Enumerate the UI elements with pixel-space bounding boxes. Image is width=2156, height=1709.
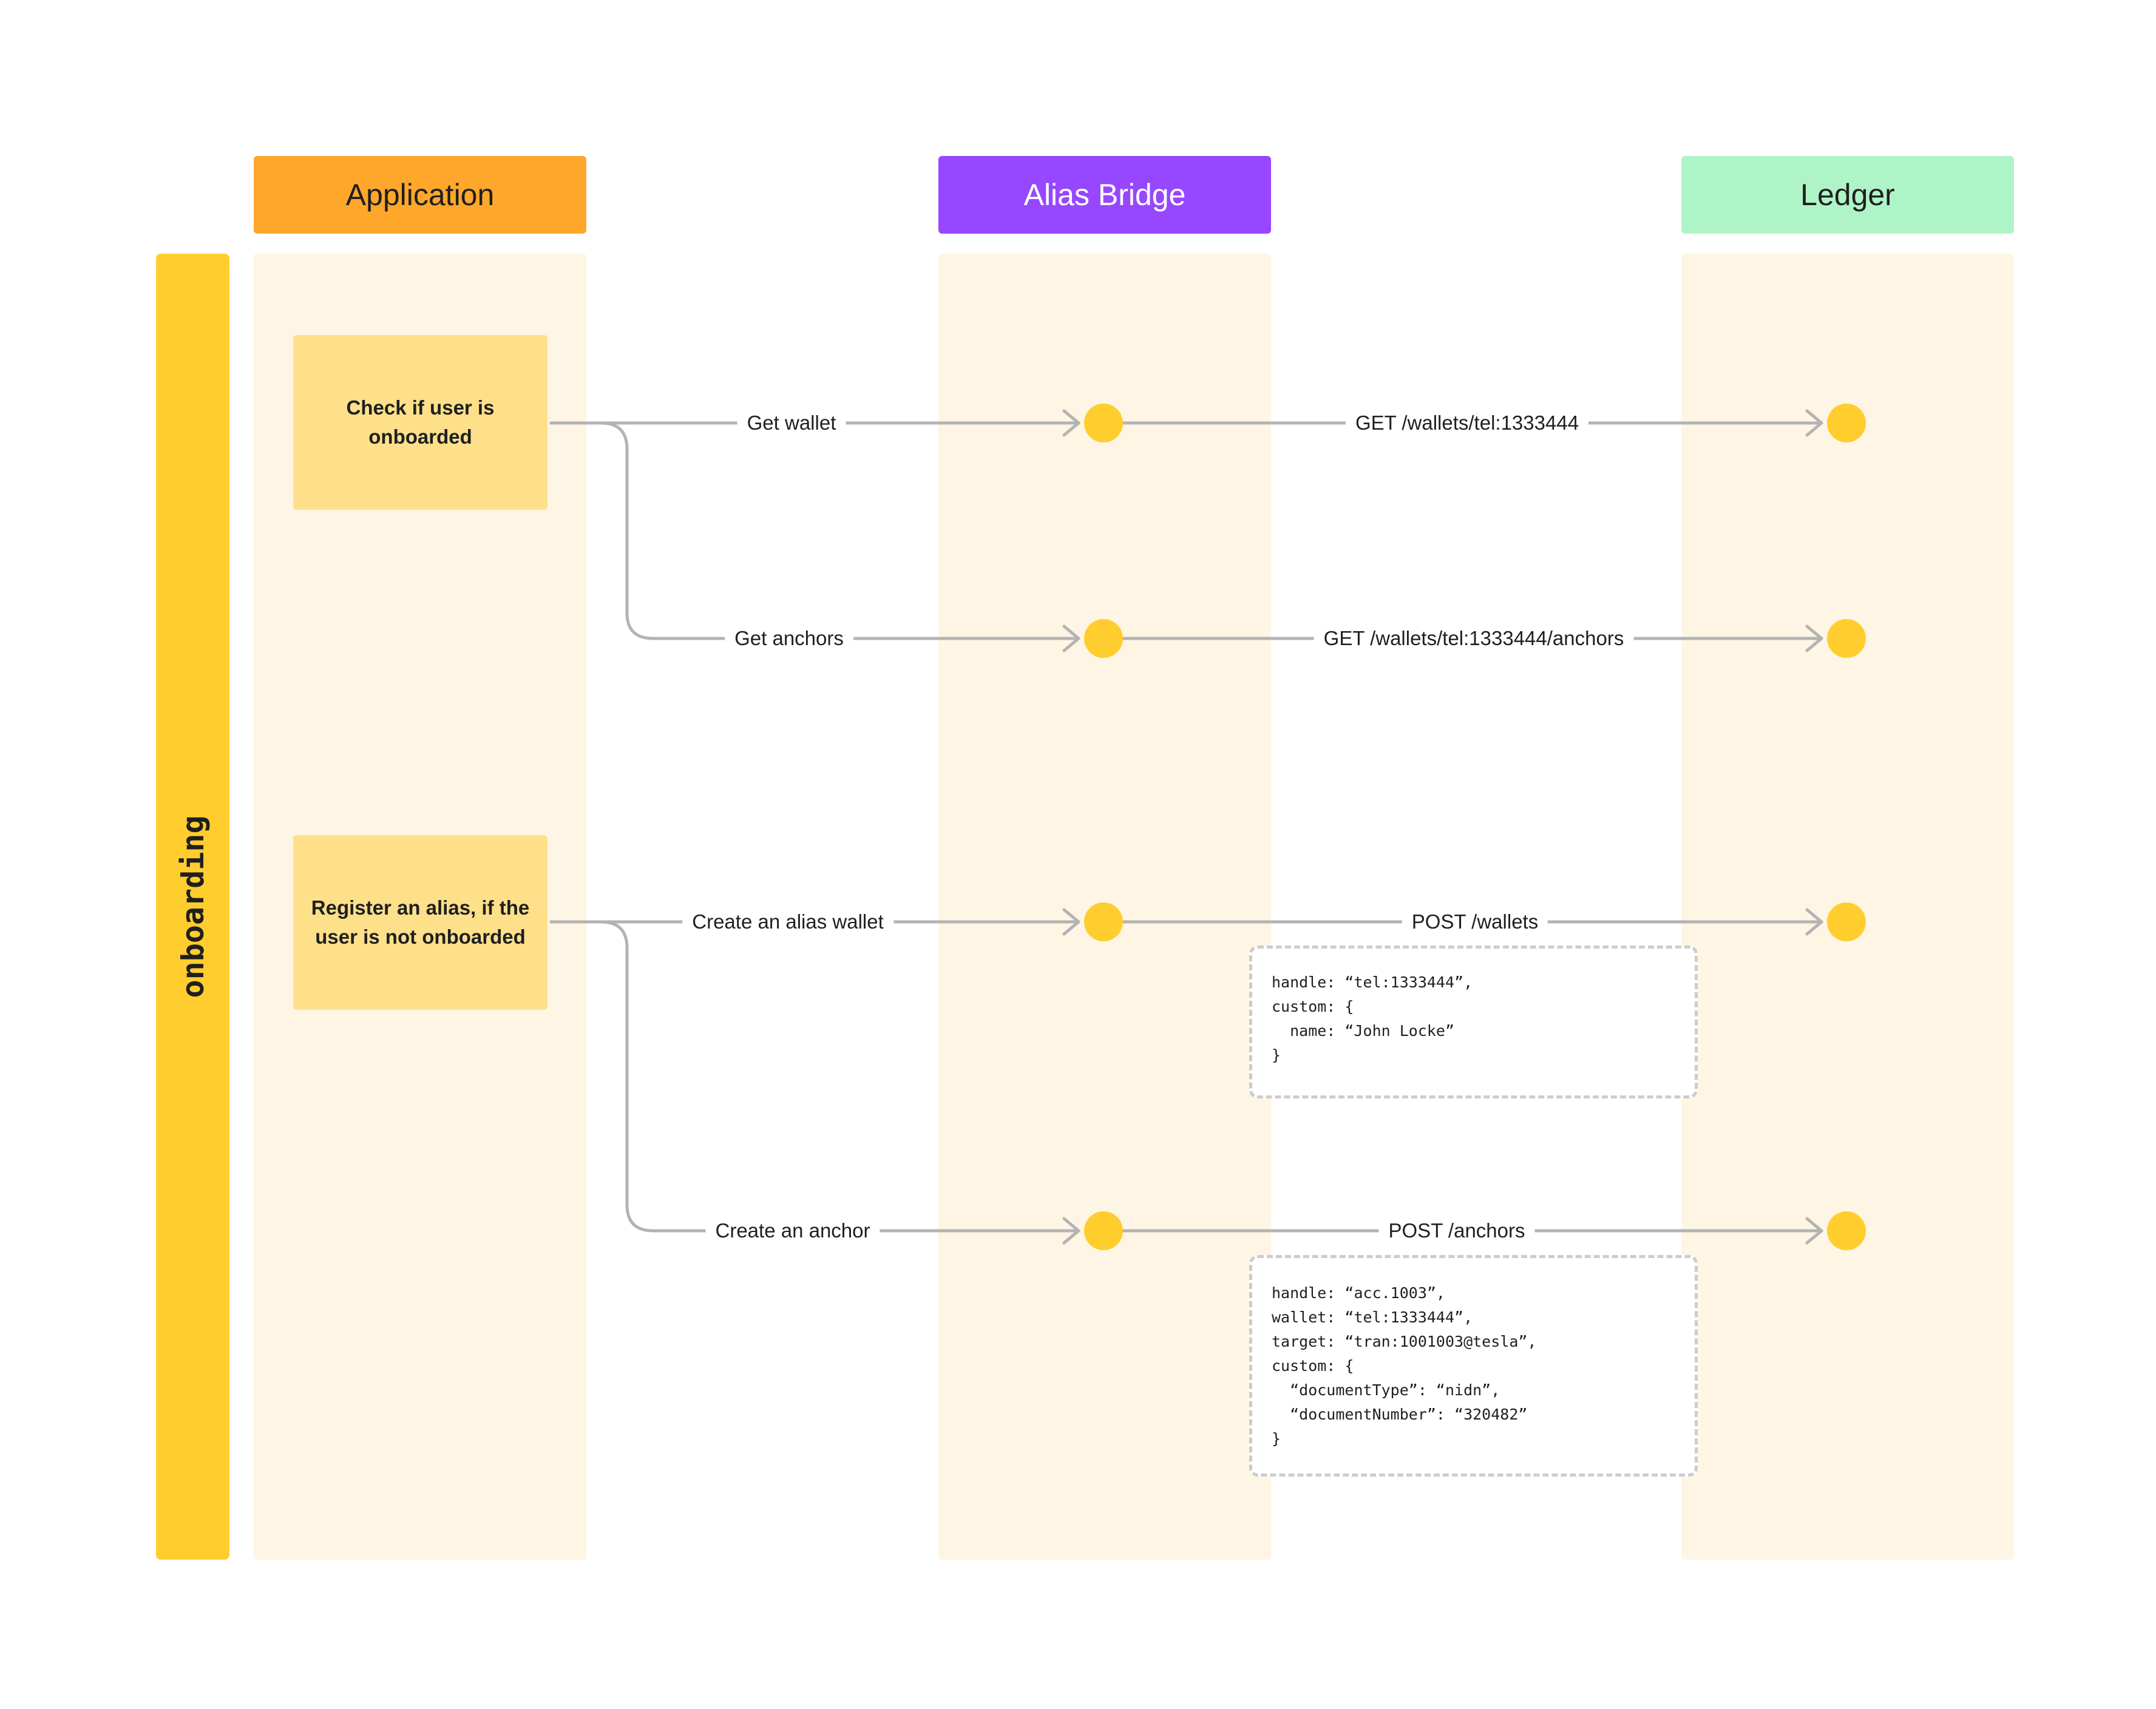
- alias-bridge-node-get-anchors: [1084, 619, 1123, 658]
- anchor-payload-box: handle: “acc.1003”, wallet: “tel:1333444…: [1249, 1255, 1698, 1477]
- code-line: }: [1272, 1430, 1281, 1447]
- register-alias-step: Register an alias, if the user is not on…: [293, 835, 547, 1010]
- post-anchors-api-label: POST /anchors: [1378, 1216, 1535, 1246]
- onboarding-phase-bar: [156, 254, 229, 1560]
- code-line: }: [1272, 1046, 1281, 1064]
- code-line: handle: “tel:1333444”,: [1272, 973, 1473, 991]
- code-line: custom: {: [1272, 1357, 1354, 1375]
- check-onboarded-step: Check if user is onboarded: [293, 335, 547, 510]
- code-line: handle: “acc.1003”,: [1272, 1284, 1445, 1302]
- ledger-node-create-wallet: [1827, 902, 1866, 941]
- get-anchors-api-label: GET /wallets/tel:1333444/anchors: [1314, 623, 1634, 654]
- alias-bridge-header: Alias Bridge: [938, 156, 1271, 234]
- ledger-node-get-anchors: [1827, 619, 1866, 658]
- ledger-node-create-anchor: [1827, 1211, 1866, 1250]
- code-line: “documentNumber”: “320482”: [1272, 1406, 1528, 1423]
- code-line: wallet: “tel:1333444”,: [1272, 1308, 1473, 1326]
- create-anchor-label: Create an anchor: [705, 1216, 880, 1246]
- code-line: custom: {: [1272, 998, 1354, 1015]
- post-wallets-api-label: POST /wallets: [1402, 907, 1548, 937]
- get-wallet-label: Get wallet: [737, 408, 846, 438]
- alias-bridge-node-create-wallet: [1084, 902, 1123, 941]
- code-line: target: “tran:1001003@tesla”,: [1272, 1333, 1537, 1350]
- ledger-header: Ledger: [1681, 156, 2014, 234]
- alias-bridge-node-get-wallet: [1084, 404, 1123, 442]
- get-anchors-label: Get anchors: [725, 623, 853, 654]
- ledger-node-get-wallet: [1827, 404, 1866, 442]
- wallet-payload-box: handle: “tel:1333444”, custom: { name: “…: [1249, 946, 1698, 1098]
- create-alias-wallet-label: Create an alias wallet: [682, 907, 893, 937]
- application-header: Application: [254, 156, 586, 234]
- code-line: name: “John Locke”: [1272, 1022, 1455, 1040]
- get-wallet-api-label: GET /wallets/tel:1333444: [1345, 408, 1589, 438]
- alias-bridge-node-create-anchor: [1084, 1211, 1123, 1250]
- code-line: “documentType”: “nidn”,: [1272, 1381, 1500, 1399]
